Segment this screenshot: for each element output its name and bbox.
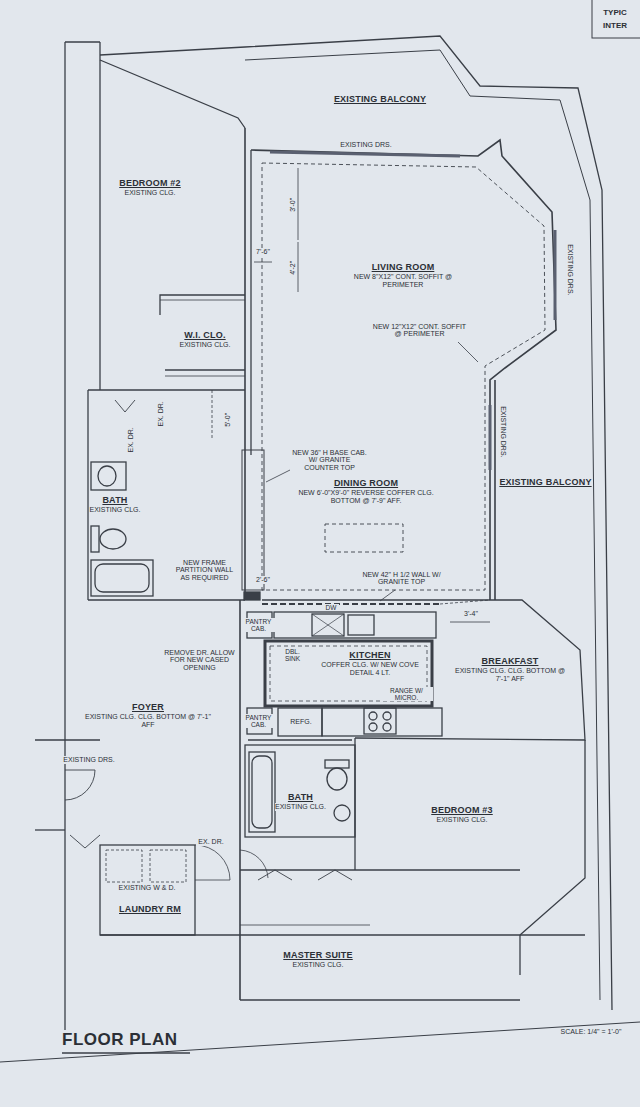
room: BEDROOM #3EXISTING CLG. xyxy=(427,804,497,827)
room: BATHEXISTING CLG. xyxy=(86,494,145,517)
room: LIVING ROOMNEW 8"X12" CONT. SOFFIT @ PER… xyxy=(343,261,463,292)
plan-note: EXISTING W & D. xyxy=(116,884,178,892)
ceiling-note: EXISTING CLG. CLG. BOTTOM @ 7'-1" AFF xyxy=(80,713,216,729)
room-name: MASTER SUITE xyxy=(283,950,352,961)
ceiling-note: EXISTING CLG. CLG. BOTTOM @ 7'-1" AFF xyxy=(455,667,566,683)
plan-note: EX. DR. xyxy=(157,399,165,429)
room: W.I. CLO.EXISTING CLG. xyxy=(176,329,235,352)
plan-note: 2'-6" xyxy=(254,576,273,584)
room-name: BATH xyxy=(102,495,127,506)
room-name: DINING ROOM xyxy=(334,478,398,489)
plan-note: PANTRY CAB. xyxy=(243,618,275,632)
plan-note: 4'-2" xyxy=(288,258,296,277)
room: LAUNDRY RM xyxy=(115,903,185,918)
plan-note: DBL. SINK xyxy=(277,648,309,662)
plan-note: EXISTING DRS. xyxy=(566,242,574,298)
room: BEDROOM #2EXISTING CLG. xyxy=(115,177,185,200)
room: BATHEXISTING CLG. xyxy=(273,791,329,814)
plan-note: INTER xyxy=(601,22,630,31)
ceiling-note: EXISTING CLG. xyxy=(90,506,141,514)
plan-note: EXISTING DRS. xyxy=(338,141,394,149)
plan-note: EXISTING DRS. xyxy=(61,756,117,764)
room-name: LAUNDRY RM xyxy=(119,904,181,915)
room-name: BEDROOM #2 xyxy=(119,178,181,189)
ceiling-note: EXISTING CLG. xyxy=(437,816,488,824)
room: DINING ROOMNEW 6'-0"X9'-0" REVERSE COFFE… xyxy=(291,477,441,508)
room-name: FOYER xyxy=(132,702,164,713)
room-name: BREAKFAST xyxy=(482,656,539,667)
plan-note: NEW 42" H 1/2 WALL W/ GRANITE TOP xyxy=(353,571,450,586)
plan-note: REMOVE DR. ALLOW FOR NEW CASED OPENING xyxy=(163,649,237,672)
plan-note: EX. DR. xyxy=(127,425,135,455)
plan-note: TYPIC xyxy=(601,9,630,18)
plan-note: REFG. xyxy=(288,718,314,726)
plan-note: NEW 12"X12" CONT. SOFFIT @ PERIMETER xyxy=(371,323,468,338)
room: KITCHENCOFFER CLG. W/ NEW COVE DETAIL 4 … xyxy=(315,649,425,680)
plan-note: NEW FRAME PARTITION WALL AS REQUIRED xyxy=(173,559,237,582)
plan-note: 5'-0" xyxy=(223,410,231,429)
plan-note: NEW 36" H BASE CAB. W/ GRANITE COUNTER T… xyxy=(290,449,370,472)
room: EXISTING BALCONY xyxy=(330,93,431,108)
ceiling-note: EXISTING CLG. xyxy=(275,803,326,811)
ceiling-note: EXISTING CLG. xyxy=(125,189,176,197)
ceiling-note: NEW 8"X12" CONT. SOFFIT @ PERIMETER xyxy=(345,273,461,289)
room-name: BATH xyxy=(288,792,313,803)
plan-note: 3'-0" xyxy=(288,195,296,214)
room: FOYEREXISTING CLG. CLG. BOTTOM @ 7'-1" A… xyxy=(78,701,218,732)
ceiling-note: EXISTING CLG. xyxy=(293,961,344,969)
drawing-title: FLOOR PLAN xyxy=(62,1030,178,1050)
plan-note: EX. DR. xyxy=(196,838,226,846)
room-name: EXISTING BALCONY xyxy=(334,94,426,105)
plan-note: EXISTING DRS. xyxy=(499,404,507,460)
room: MASTER SUITEEXISTING CLG. xyxy=(279,949,357,972)
room-name: KITCHEN xyxy=(349,650,390,661)
plan-note: 7'-6" xyxy=(254,248,273,256)
plan-note: 3'-4" xyxy=(462,610,481,618)
plan-note: PANTRY CAB. xyxy=(243,714,275,728)
ceiling-note: COFFER CLG. W/ NEW COVE DETAIL 4 LT. xyxy=(317,661,423,677)
room: EXISTING BALCONY xyxy=(496,476,596,491)
room-name: EXISTING BALCONY xyxy=(499,477,591,488)
room: BREAKFASTEXISTING CLG. CLG. BOTTOM @ 7'-… xyxy=(453,655,568,686)
room-name: W.I. CLO. xyxy=(184,330,225,341)
ceiling-note: EXISTING CLG. xyxy=(180,341,231,349)
walls xyxy=(0,0,640,1062)
plan-note: DW xyxy=(323,604,339,611)
plan-note: SCALE: 1/4" = 1'-0" xyxy=(558,1028,624,1036)
ceiling-note: NEW 6'-0"X9'-0" REVERSE COFFER CLG. BOTT… xyxy=(293,489,439,505)
room-name: LIVING ROOM xyxy=(372,262,435,273)
plan-note: RANGE W/ MICRO. xyxy=(381,687,433,701)
room-name: BEDROOM #3 xyxy=(431,805,493,816)
